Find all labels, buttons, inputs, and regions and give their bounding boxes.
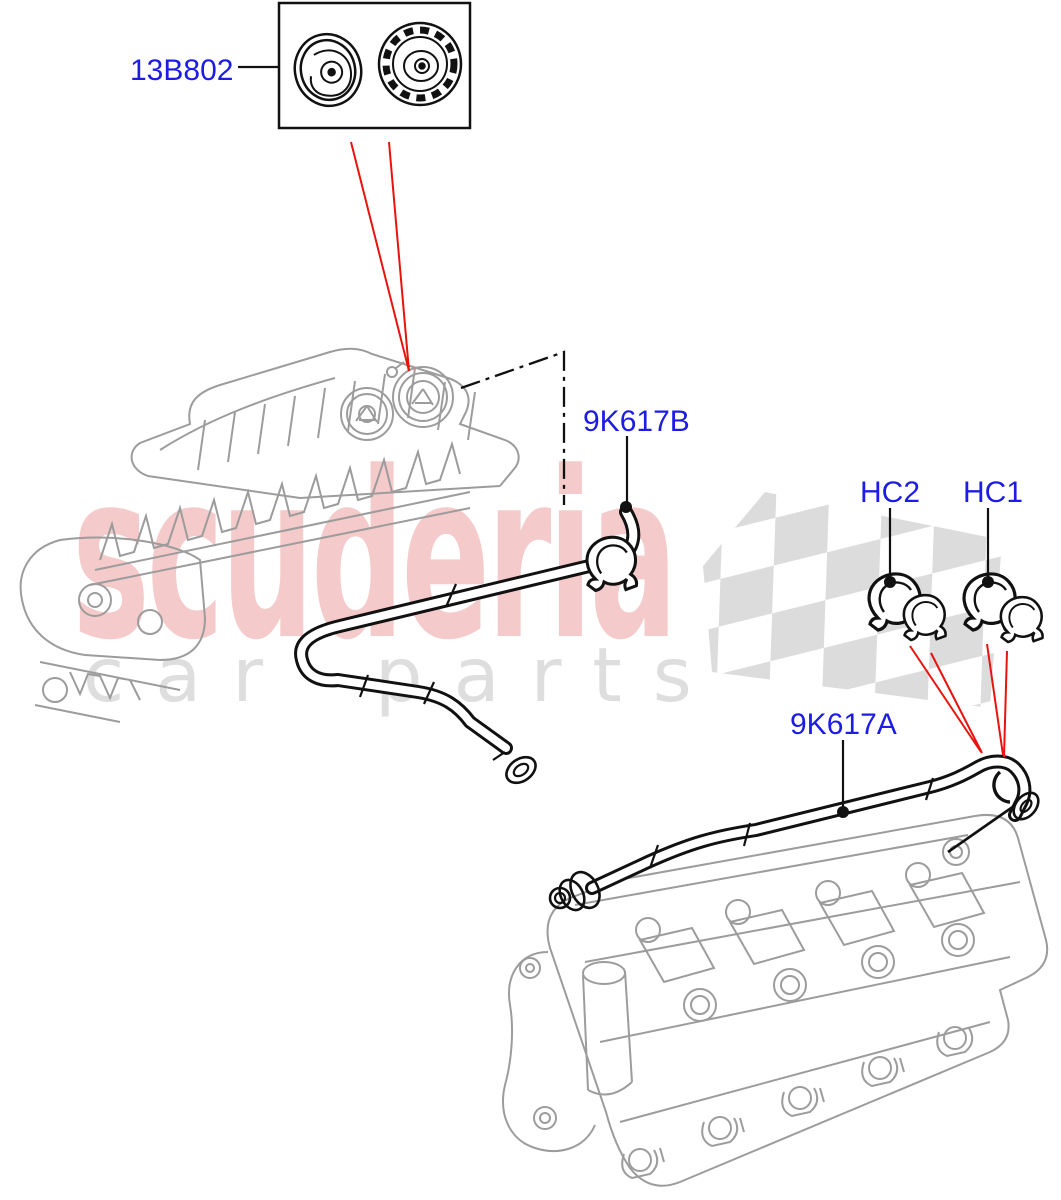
black-leader-lines bbox=[238, 65, 1015, 854]
label-clamp-hc1[interactable]: HC1 bbox=[963, 476, 1023, 509]
oil-cap-ratchet bbox=[377, 21, 463, 107]
hose-9K617A bbox=[548, 754, 1040, 912]
leader-dots bbox=[620, 501, 994, 818]
oil-cap-plain bbox=[293, 32, 363, 108]
checkered-flag-watermark bbox=[703, 492, 1002, 708]
intake-manifold-drawing bbox=[19, 347, 520, 723]
red-callout-lines bbox=[350, 141, 1008, 758]
cap-kit-box-group bbox=[277, 1, 472, 130]
valve-cover-drawing bbox=[502, 814, 1049, 1187]
label-hose-lower[interactable]: 9K617A bbox=[790, 708, 897, 741]
label-cap-kit[interactable]: 13B802 bbox=[130, 54, 233, 87]
watermark-brand: scuderia bbox=[72, 423, 674, 691]
watermark-tagline-left: car bbox=[83, 631, 294, 719]
phantom-line bbox=[460, 350, 566, 505]
label-clamp-hc2[interactable]: HC2 bbox=[860, 476, 920, 509]
cap-kit-box bbox=[277, 1, 472, 130]
label-hose-upper[interactable]: 9K617B bbox=[583, 405, 690, 438]
hose-9K617B bbox=[294, 505, 641, 785]
watermark-tagline-right: parts bbox=[375, 631, 723, 719]
